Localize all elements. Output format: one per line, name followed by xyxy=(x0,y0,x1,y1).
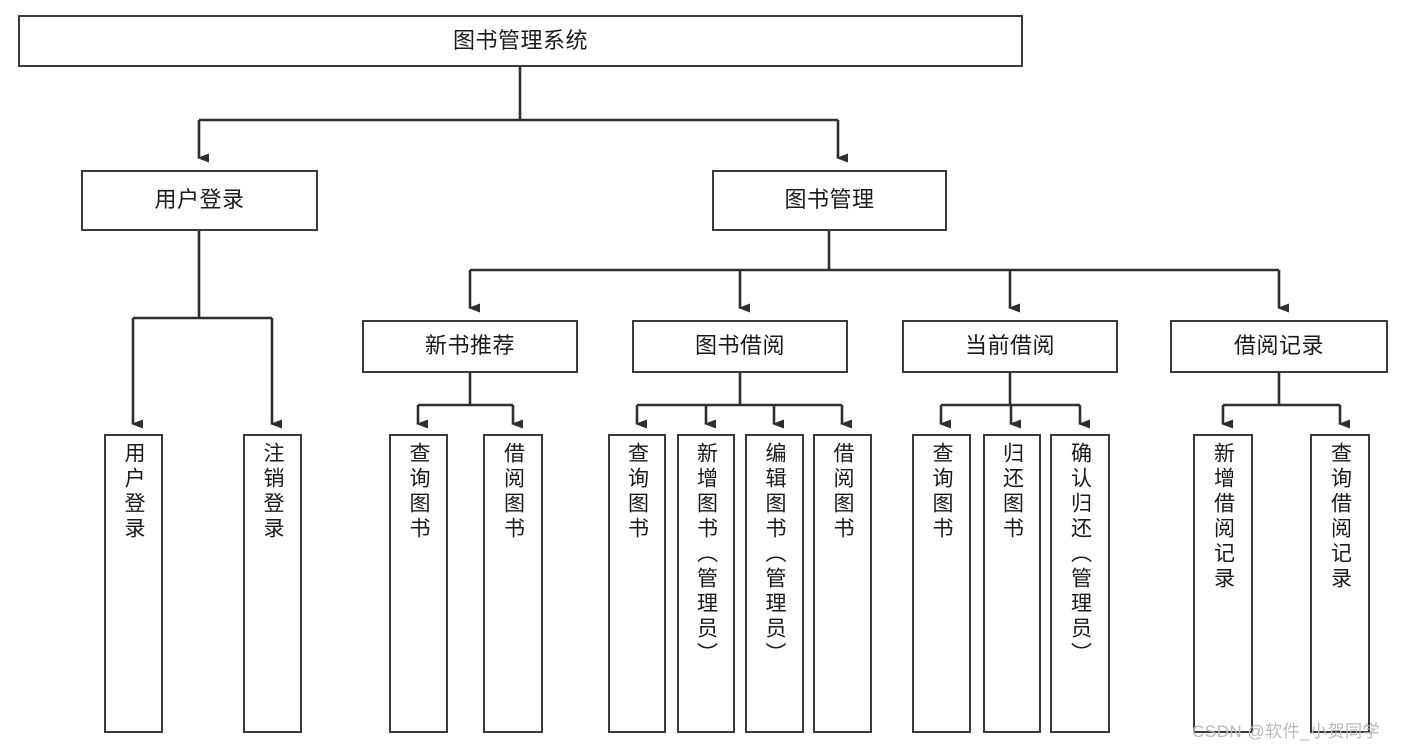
node-leaf-add-book-label: 新增图书（管理员） xyxy=(694,442,718,667)
node-leaf-confirm-return-label: 确认归还（管理员） xyxy=(1068,442,1092,667)
node-leaf-add-book[interactable]: 新增图书（管理员） xyxy=(677,434,735,733)
node-book-management[interactable]: 图书管理 xyxy=(712,170,947,231)
node-leaf-query-book-1[interactable]: 查询图书 xyxy=(389,434,448,733)
node-leaf-borrow-book-1-label: 借阅图书 xyxy=(501,442,525,542)
node-leaf-edit-book[interactable]: 编辑图书（管理员） xyxy=(745,434,804,733)
node-book-borrow[interactable]: 图书借阅 xyxy=(632,320,848,373)
node-leaf-query-book-2[interactable]: 查询图书 xyxy=(608,434,666,733)
node-book-borrow-label: 图书借阅 xyxy=(694,333,785,359)
node-leaf-add-record-label: 新增借阅记录 xyxy=(1211,442,1235,592)
node-current-borrow[interactable]: 当前借阅 xyxy=(902,320,1118,373)
node-leaf-query-record[interactable]: 查询借阅记录 xyxy=(1310,434,1370,733)
node-leaf-logout[interactable]: 注销登录 xyxy=(243,434,302,733)
node-leaf-query-book-2-label: 查询图书 xyxy=(625,442,649,542)
node-new-book-recommend-label: 新书推荐 xyxy=(424,333,515,359)
node-leaf-borrow-book-2[interactable]: 借阅图书 xyxy=(813,434,872,733)
node-root[interactable]: 图书管理系统 xyxy=(18,15,1023,67)
node-book-management-label: 图书管理 xyxy=(784,187,875,213)
node-user-login[interactable]: 用户登录 xyxy=(81,170,318,231)
node-leaf-borrow-book-2-label: 借阅图书 xyxy=(831,442,854,542)
node-leaf-logout-label: 注销登录 xyxy=(261,442,284,542)
node-root-label: 图书管理系统 xyxy=(452,27,588,53)
node-borrow-record-label: 借阅记录 xyxy=(1233,333,1324,359)
node-borrow-record[interactable]: 借阅记录 xyxy=(1170,320,1388,373)
node-leaf-query-record-label: 查询借阅记录 xyxy=(1328,442,1352,592)
node-new-book-recommend[interactable]: 新书推荐 xyxy=(362,320,578,373)
node-leaf-confirm-return[interactable]: 确认归还（管理员） xyxy=(1050,434,1110,733)
node-leaf-user-login[interactable]: 用户登录 xyxy=(104,434,163,733)
node-leaf-user-login-label: 用户登录 xyxy=(122,442,145,542)
node-leaf-edit-book-label: 编辑图书（管理员） xyxy=(763,442,786,667)
node-leaf-query-book-3[interactable]: 查询图书 xyxy=(912,434,971,733)
node-leaf-query-book-1-label: 查询图书 xyxy=(407,442,430,542)
node-leaf-query-book-3-label: 查询图书 xyxy=(930,442,953,542)
node-leaf-return-book[interactable]: 归还图书 xyxy=(983,434,1041,733)
node-user-login-label: 用户登录 xyxy=(154,187,245,213)
node-leaf-borrow-book-1[interactable]: 借阅图书 xyxy=(483,434,543,733)
node-current-borrow-label: 当前借阅 xyxy=(964,333,1055,359)
node-leaf-return-book-label: 归还图书 xyxy=(1000,442,1024,542)
node-leaf-add-record[interactable]: 新增借阅记录 xyxy=(1193,434,1253,733)
